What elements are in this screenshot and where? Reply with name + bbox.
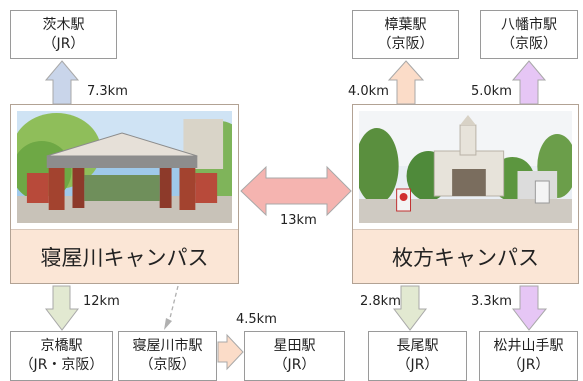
distance-matsuiyamate: 3.3km (471, 294, 512, 309)
distance-ibaraki: 7.3km (87, 84, 128, 99)
station-neyagawashi: 寝屋川市駅 （京阪） (118, 331, 217, 381)
campus-neyagawa: 寝屋川キャンパス (10, 104, 239, 284)
station-matsuiyamate: 松井山手駅 （JR） (479, 331, 578, 381)
station-name: 京橋駅 (40, 338, 83, 354)
station-name: 松井山手駅 (493, 338, 564, 354)
campus-hirakata-photo (359, 111, 572, 223)
station-line: （JR） (42, 35, 85, 52)
distance-kuzuha: 4.0km (348, 84, 389, 99)
campus-hirakata-label: 枚方キャンパス (353, 229, 578, 283)
campus-neyagawa-photo (17, 111, 232, 223)
station-line: （京阪） (501, 35, 557, 52)
station-nagao: 長尾駅 （JR） (368, 331, 467, 381)
station-name: 寝屋川市駅 (132, 338, 203, 354)
station-line: （JR） (273, 357, 316, 373)
station-line: （JR・京阪） (19, 357, 104, 373)
station-name: 樟葉駅 (384, 16, 427, 33)
station-name: 長尾駅 (396, 338, 439, 354)
station-line: （JR） (396, 357, 439, 373)
distance-yawatashi: 5.0km (471, 84, 512, 99)
station-yawatashi: 八幡市駅 （京阪） (480, 10, 578, 59)
station-line: （京阪） (139, 357, 196, 373)
station-line: （京阪） (377, 35, 434, 52)
station-name: 八幡市駅 (501, 16, 557, 33)
station-line: （JR） (507, 357, 550, 373)
campus-neyagawa-label: 寝屋川キャンパス (11, 229, 238, 283)
distance-between-campuses: 13km (280, 213, 317, 228)
distance-kyobashi: 12km (83, 294, 120, 309)
distance-hoshida: 4.5km (236, 312, 277, 327)
station-ibaraki: 茨木駅 （JR） (10, 10, 117, 59)
station-name: 茨木駅 (42, 16, 85, 33)
distance-nagao: 2.8km (360, 294, 401, 309)
station-hoshida: 星田駅 （JR） (244, 331, 345, 381)
station-kuzuha: 樟葉駅 （京阪） (352, 10, 459, 59)
station-name: 星田駅 (273, 338, 316, 354)
station-kyobashi: 京橋駅 （JR・京阪） (10, 331, 113, 381)
campus-hirakata: 枚方キャンパス (352, 104, 579, 284)
